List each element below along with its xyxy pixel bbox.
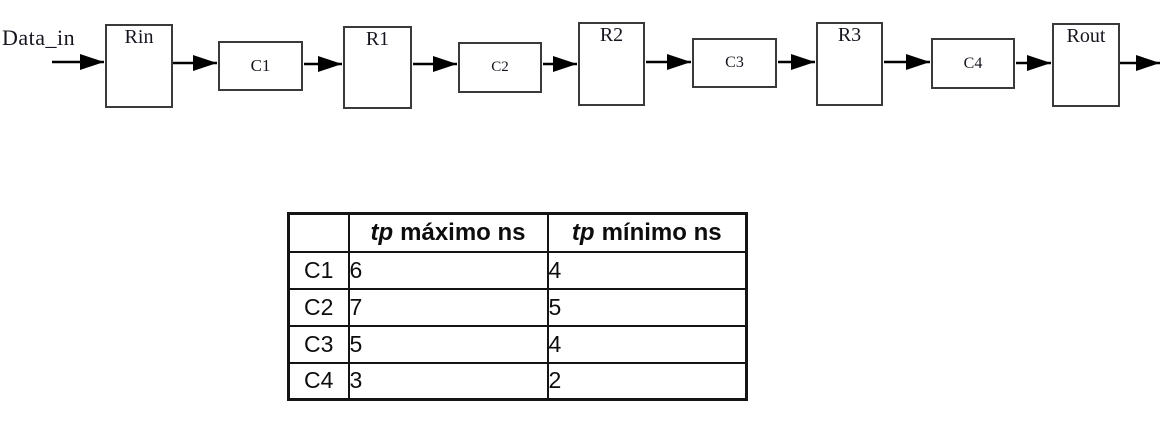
tp-max-value: 6 — [347, 250, 549, 290]
tp-min-value: 4 — [546, 324, 748, 364]
block-c4-label: C4 — [963, 54, 983, 72]
table-row-c2: C2 7 5 — [287, 287, 748, 327]
min-header-text: mínimo ns — [601, 218, 722, 246]
tp-max-value: 5 — [347, 324, 549, 364]
tp-italic-label: tp — [370, 218, 394, 246]
tp-italic-label: tp — [571, 218, 595, 246]
block-c3: C3 — [692, 38, 777, 88]
register-r1: R1 — [343, 26, 412, 109]
register-r2-label: R2 — [599, 24, 624, 46]
table-row-c4: C4 3 2 — [287, 361, 748, 401]
register-rin-label: Rin — [124, 26, 154, 48]
register-rout: Rout — [1052, 23, 1120, 107]
block-c1: C1 — [218, 41, 303, 91]
tp-max-value: 7 — [347, 287, 549, 327]
tp-min-value: 2 — [546, 361, 748, 401]
table-corner-cell — [287, 212, 350, 253]
register-r3-label: R3 — [837, 24, 862, 46]
block-c1-label: C1 — [250, 56, 271, 75]
block-c2-label: C2 — [491, 59, 509, 75]
register-rout-label: Rout — [1066, 25, 1106, 47]
tp-min-value: 5 — [546, 287, 748, 327]
row-name: C3 — [287, 324, 350, 364]
row-name: C4 — [287, 361, 350, 401]
tp-max-value: 3 — [347, 361, 549, 401]
table-row-c3: C3 5 4 — [287, 324, 748, 364]
tp-min-value: 4 — [546, 250, 748, 290]
register-r3: R3 — [816, 22, 883, 106]
data-in-label: Data_in — [2, 25, 76, 50]
row-name: C2 — [287, 287, 350, 327]
register-rin: Rin — [105, 24, 173, 108]
block-c4: C4 — [931, 38, 1015, 89]
register-r1-label: R1 — [365, 28, 390, 50]
max-header-text: máximo ns — [400, 218, 526, 246]
block-c3-label: C3 — [725, 54, 744, 71]
block-c2: C2 — [458, 42, 542, 93]
row-name: C1 — [287, 250, 350, 290]
register-r2: R2 — [578, 22, 645, 106]
table-row-c1: C1 6 4 — [287, 250, 748, 290]
